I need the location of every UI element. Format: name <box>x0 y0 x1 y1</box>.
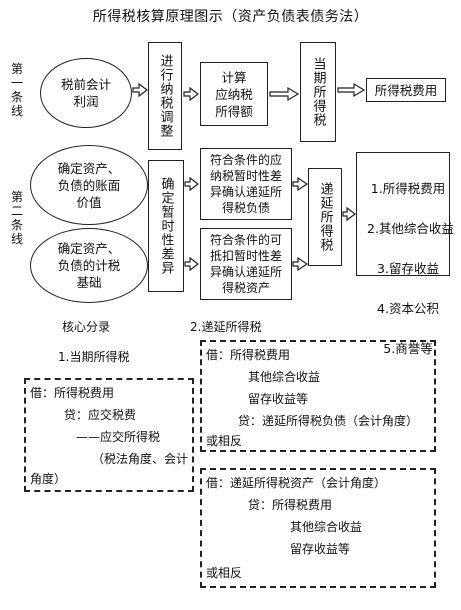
entry-reverse: 或相反 <box>206 566 243 580</box>
pretax-profit-ellipse: 税前会计 利润 <box>40 58 132 128</box>
deferred-tax-box: 递延所得税 <box>308 168 342 266</box>
arrow-right-icon <box>184 176 199 192</box>
entry-sub-account: ——应交所得税 <box>76 430 161 444</box>
entry-debit: 借：递延所得税资产（会计角度） <box>206 476 387 490</box>
tax-base-ellipse: 确定资产、 负债的计税 基础 <box>30 228 148 303</box>
entry-line: 其他综合收益 <box>248 370 321 384</box>
arrow-right-icon <box>184 256 199 272</box>
result-item: 1.所得税费用 <box>370 181 446 196</box>
arrow-right-icon <box>132 82 148 98</box>
deferred-asset-box: 符合条件的可 抵扣暂时性差 异确认递延所 得税资产 <box>200 228 292 300</box>
entry-note: 角度） <box>30 472 67 486</box>
second-line-label: 第二条线 <box>10 190 23 246</box>
left-heading: 1.当期所得税 <box>58 350 130 364</box>
result-item: 4.资本公积 <box>377 301 439 316</box>
calc-tax-box: 计算 应纳税 所得额 <box>200 62 268 126</box>
arrow-right-icon <box>292 176 309 192</box>
entry-credit: 贷：所得税费用 <box>248 498 333 512</box>
arrow-right-icon <box>342 206 356 222</box>
entry-debit: 借：所得税费用 <box>30 386 115 400</box>
page-title: 所得税核算原理图示（资产负债表债务法） <box>92 9 369 25</box>
entry-line: 留存收益等 <box>290 542 351 556</box>
deferred-asset-entry-box <box>200 468 436 588</box>
deferred-liability-entry-box <box>200 340 436 452</box>
arrow-right-icon <box>337 82 366 98</box>
temp-diff-box: 确定暂时性差异 <box>148 160 184 292</box>
result-item: 3.留存收益 <box>377 261 439 276</box>
income-tax-expense-box: 所得税费用 <box>366 78 446 102</box>
entry-credit: 贷：递延所得税负债（会计角度） <box>238 414 419 428</box>
result-item: 5.商誉等 <box>383 341 433 356</box>
entry-credit: 贷：应交税费 <box>64 408 137 422</box>
entry-note: （税法角度、会计 <box>92 452 189 466</box>
entry-line: 其他综合收益 <box>290 520 363 534</box>
core-entries-label: 核心分录 <box>62 320 111 334</box>
arrow-right-icon <box>292 256 309 272</box>
current-tax-box: 当期所得税 <box>300 42 336 142</box>
arrow-right-icon <box>269 86 300 102</box>
first-line-label: 第一条线 <box>10 62 23 118</box>
result-list-box: 1.所得税费用 2.其他综合收益 3.留存收益 4.资本公积 5.商誉等 <box>356 152 454 356</box>
arrow-right-icon <box>183 86 199 102</box>
result-item: 2.其他综合收益 <box>367 221 454 236</box>
deferred-liability-box: 符合条件的应 纳税暂时性差 异确认递延所 得税负债 <box>200 148 292 220</box>
current-tax-entry-box <box>24 378 194 492</box>
entry-reverse: 或相反 <box>206 434 243 448</box>
right-heading: 2.递延所得税 <box>190 320 262 334</box>
tax-adjust-box: 进行纳税调整 <box>148 42 182 150</box>
book-value-ellipse: 确定资产、 负债的账面 价值 <box>30 145 148 225</box>
entry-line: 留存收益等 <box>248 392 309 406</box>
entry-debit: 借：所得税费用 <box>206 348 291 362</box>
